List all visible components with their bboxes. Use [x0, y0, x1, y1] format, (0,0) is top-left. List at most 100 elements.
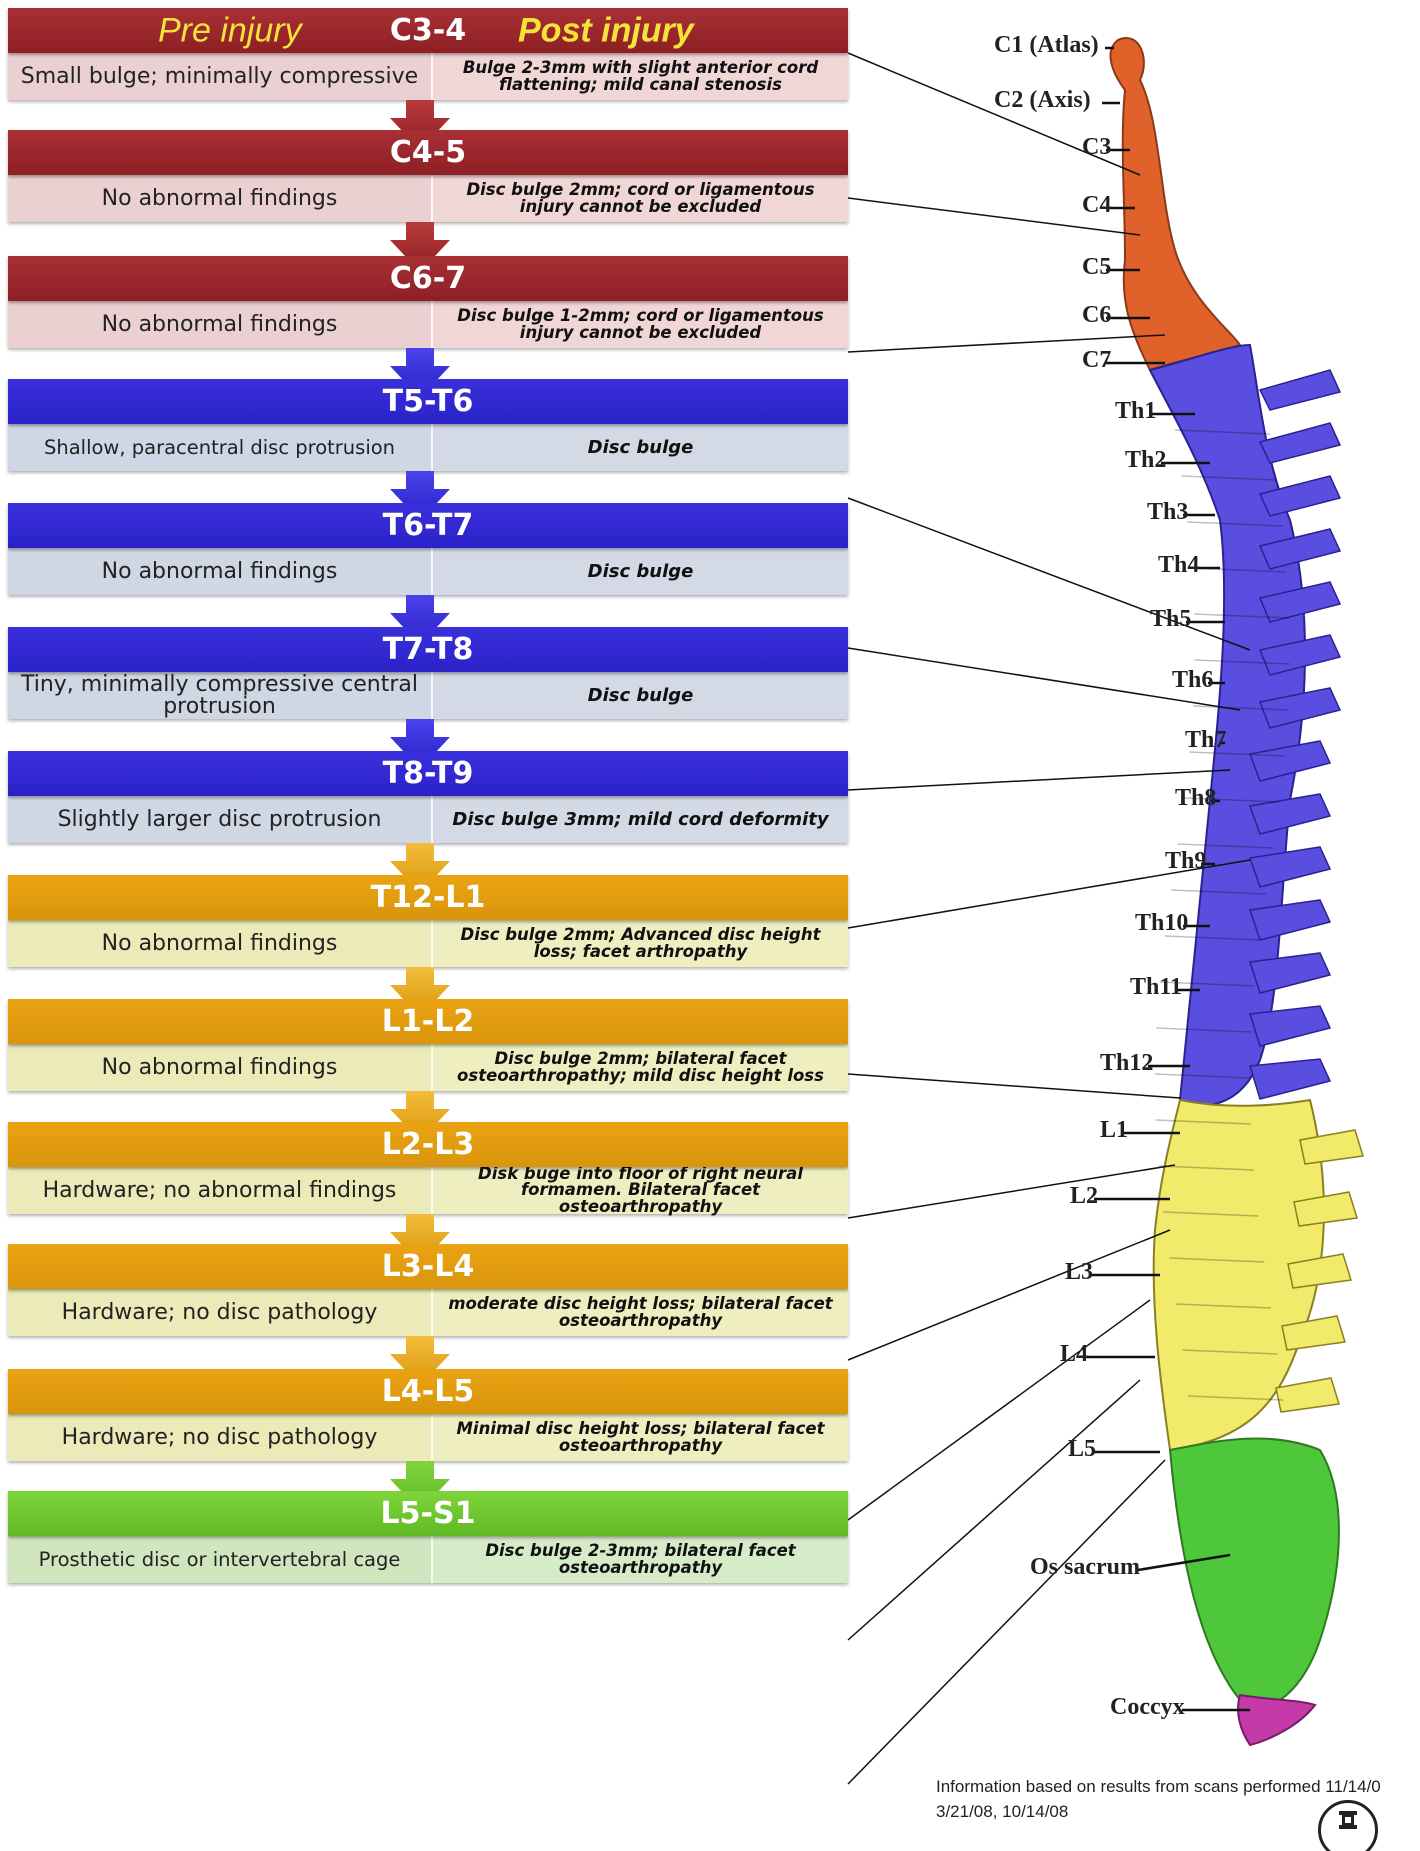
findings-row: Hardware; no disc pathologyMinimal disc …: [8, 1414, 848, 1461]
vertebra-label: C2 (Axis): [994, 87, 1091, 114]
segment-label: T7-T8: [383, 632, 474, 667]
connector-line: [848, 1460, 1165, 1784]
pre-injury-heading: Pre injury: [158, 11, 302, 50]
segment-header: T8-T9: [8, 751, 848, 796]
segment-label: C3-4: [390, 13, 466, 48]
vertebra-label: Th10: [1135, 910, 1188, 937]
segment-label: L3-L4: [382, 1249, 474, 1284]
cervical-spine: [1111, 38, 1240, 370]
post-injury-finding: Disc bulge: [433, 672, 848, 719]
post-injury-finding: Disc bulge 3mm; mild cord deformity: [433, 796, 848, 843]
post-injury-finding: Disk buge into floor of right neural for…: [433, 1167, 848, 1214]
vertebra-label: C3: [1082, 134, 1111, 161]
findings-row: Tiny, minimally compressive central prot…: [8, 672, 848, 719]
findings-row: No abnormal findingsDisc bulge 2mm; bila…: [8, 1044, 848, 1091]
vertebra-label: Th1: [1115, 398, 1156, 425]
post-injury-finding: Disc bulge 2mm; cord or ligamentous inju…: [433, 175, 848, 222]
pre-injury-finding: Slightly larger disc protrusion: [8, 796, 433, 843]
connector-line: [848, 335, 1165, 352]
vertebra-label: Th11: [1130, 974, 1182, 1001]
level-c6-7: C6-7 No abnormal findingsDisc bulge 1-2mm…: [8, 256, 848, 348]
post-injury-finding: moderate disc height loss; bilateral fac…: [433, 1289, 848, 1336]
findings-row: No abnormal findingsDisc bulge 2mm; Adva…: [8, 920, 848, 967]
seal-icon: [1318, 1800, 1378, 1851]
vertebra-label: Coccyx: [1110, 1694, 1185, 1721]
post-injury-finding: Disc bulge 2mm; bilateral facet osteoart…: [433, 1044, 848, 1091]
pre-injury-finding: No abnormal findings: [8, 301, 433, 348]
post-injury-finding: Disc bulge 1-2mm; cord or ligamentous in…: [433, 301, 848, 348]
pre-injury-finding: Hardware; no abnormal findings: [8, 1167, 433, 1214]
segment-header: L5-S1: [8, 1491, 848, 1536]
pre-injury-finding: No abnormal findings: [8, 920, 433, 967]
segment-header: T6-T7: [8, 503, 848, 548]
segment-label: T6-T7: [383, 508, 474, 543]
segment-label: L2-L3: [382, 1127, 474, 1162]
segment-header: C6-7: [8, 256, 848, 301]
vertebra-label: C5: [1082, 254, 1111, 281]
findings-row: Slightly larger disc protrusionDisc bulg…: [8, 796, 848, 843]
level-t5-t6: T5-T6Shallow, paracentral disc protrusio…: [8, 379, 848, 471]
vertebra-label: Th6: [1172, 667, 1213, 694]
segment-header: L1-L2: [8, 999, 848, 1044]
vertebra-label: Th5: [1150, 606, 1191, 633]
pre-injury-finding: Small bulge; minimally compressive: [8, 53, 433, 100]
connector-line: [848, 1300, 1150, 1520]
connector-line: [848, 1230, 1170, 1360]
level-t7-t8: T7-T8Tiny, minimally compressive central…: [8, 627, 848, 719]
segment-header: T12-L1: [8, 875, 848, 920]
vertebra-label: Os sacrum: [1030, 1554, 1140, 1581]
connector-line: [848, 1380, 1140, 1640]
pre-injury-finding: Hardware; no disc pathology: [8, 1414, 433, 1461]
pre-injury-finding: Tiny, minimally compressive central prot…: [8, 672, 433, 719]
segment-label: T8-T9: [383, 756, 474, 791]
vertebra-label: Th9: [1165, 848, 1206, 875]
post-injury-finding: Disc bulge: [433, 424, 848, 471]
vertebra-label: Th2: [1125, 447, 1166, 474]
post-injury-finding: Disc bulge 2mm; Advanced disc height los…: [433, 920, 848, 967]
segment-label: C6-7: [390, 261, 466, 296]
vertebra-label: Th12: [1100, 1050, 1153, 1077]
vertebra-label: Th4: [1158, 552, 1199, 579]
vertebra-label: L3: [1065, 1259, 1093, 1286]
post-injury-finding: Disc bulge 2-3mm; bilateral facet osteoa…: [433, 1536, 848, 1583]
vertebra-label: C1 (Atlas): [994, 32, 1099, 59]
sacrum: [1170, 1438, 1339, 1707]
vertebra-label: Th8: [1175, 785, 1216, 812]
post-injury-finding: Disc bulge: [433, 548, 848, 595]
vertebra-label: L1: [1100, 1117, 1128, 1144]
post-injury-finding: Minimal disc height loss; bilateral face…: [433, 1414, 848, 1461]
segment-header: C3-4 Pre injury Post injury: [8, 8, 848, 53]
post-injury-heading: Post injury: [518, 11, 694, 50]
vertebra-label: L4: [1060, 1341, 1088, 1368]
level-t8-t9: T8-T9Slightly larger disc protrusionDisc…: [8, 751, 848, 843]
pre-injury-finding: Shallow, paracentral disc protrusion: [8, 424, 433, 471]
vertebra-label: Th7: [1185, 727, 1226, 754]
connector-line: [848, 770, 1230, 790]
segment-header: C4-5: [8, 130, 848, 175]
segment-header: L2-L3: [8, 1122, 848, 1167]
segment-label: T5-T6: [383, 384, 474, 419]
level-l3-l4: L3-L4Hardware; no disc pathologymoderate…: [8, 1244, 848, 1336]
vertebra-label: C4: [1082, 192, 1111, 219]
footer-note-line1: Information based on results from scans …: [936, 1775, 1420, 1800]
segment-header: L4-L5: [8, 1369, 848, 1414]
segment-label: C4-5: [390, 135, 466, 170]
pre-injury-finding: No abnormal findings: [8, 1044, 433, 1091]
pre-injury-finding: Prosthetic disc or intervertebral cage: [8, 1536, 433, 1583]
vertebra-label: L2: [1070, 1183, 1098, 1210]
